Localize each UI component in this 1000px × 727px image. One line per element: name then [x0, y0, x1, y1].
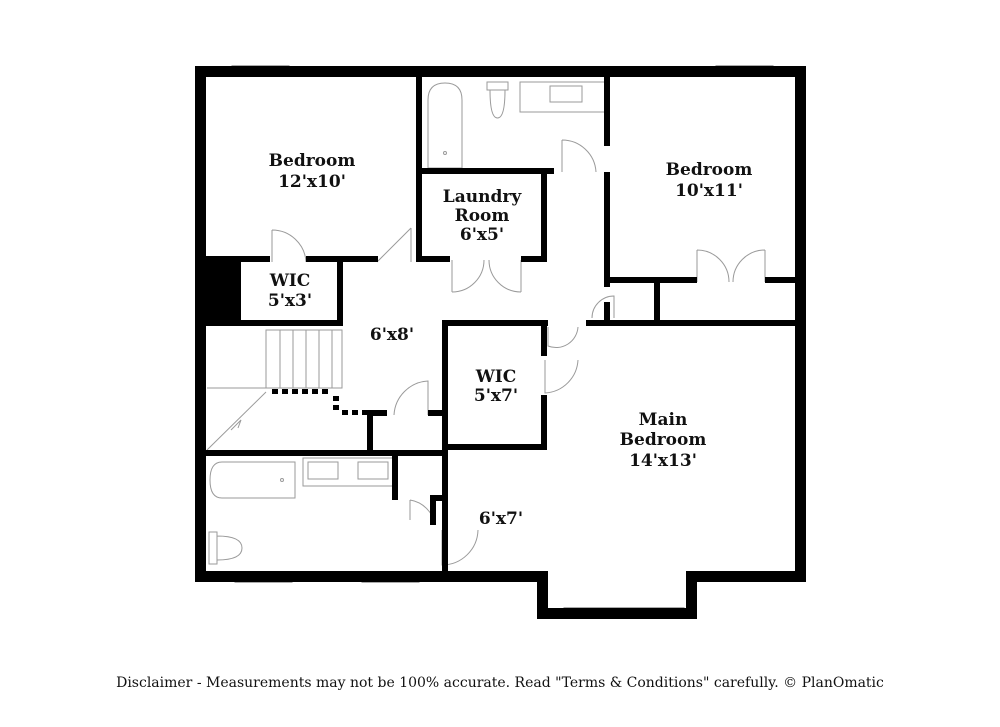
wall-linen-top [367, 410, 387, 416]
door-bedroom-left [271, 229, 307, 263]
wall-bedroom-right-left-bottom [604, 302, 610, 326]
wall-main-bedroom-top [442, 320, 548, 326]
wall-wic-left-right [337, 256, 343, 326]
wall-bedroom-right-left [604, 66, 610, 146]
wall-laundry-bottom-left [416, 256, 450, 262]
walls [195, 66, 806, 619]
room-name-main-bedroom-line2: Bedroom [620, 430, 707, 450]
room-name-laundry-line1: Laundry [443, 187, 523, 207]
wall-laundry-bottom-right [521, 256, 547, 262]
wall-exterior-bottom-left [195, 571, 548, 582]
wall-bedroom-right-bottom-2 [765, 277, 801, 283]
wall-closet-divider [654, 277, 660, 325]
wall-top-bath-bottom [416, 168, 554, 174]
room-size-wic-left: 5'x3' [268, 291, 312, 311]
room-labels: Bedroom 12'x10' Bedroom 10'x11' Laundry … [268, 151, 752, 529]
railing-segment [333, 396, 339, 401]
railing-segment [292, 389, 298, 394]
door-hall-right [591, 295, 615, 319]
wall-laundry-right [541, 174, 547, 262]
wall-wic-center-bottom [442, 444, 547, 450]
wall-wic-left-bottom [195, 320, 343, 326]
closet-door-right-b [732, 249, 766, 283]
railing-segment [282, 389, 288, 394]
wall-exterior-bottom-right [686, 571, 806, 582]
room-name-wic-left: WIC [269, 271, 311, 291]
railing-segment [333, 405, 339, 410]
tub-drain-top [443, 151, 447, 155]
wall-wic-left-block [195, 256, 241, 326]
room-size-hall: 6'x8' [370, 325, 414, 345]
wall-bay-right [686, 571, 697, 619]
laundry-door-left [451, 259, 485, 293]
room-size-main-bedroom: 14'x13' [629, 451, 697, 471]
room-size-bedroom-right: 10'x11' [675, 181, 743, 201]
sink-basin-bottom-1 [307, 461, 339, 480]
door-wic-center [544, 359, 579, 394]
room-size-main-bath: 6'x7' [479, 509, 523, 529]
bathtub-top [427, 82, 463, 169]
wall-linen-left [367, 410, 373, 456]
room-name-laundry-line2: Room [455, 206, 510, 226]
railing-segment [362, 410, 368, 415]
wall-main-bedroom-top-2 [586, 320, 806, 326]
stair-railing [272, 389, 368, 415]
toilet-bottom [208, 531, 243, 565]
door-hall-left [376, 227, 412, 263]
wall-wic-center-right [541, 320, 547, 356]
room-size-bedroom-left: 12'x10' [278, 172, 346, 192]
railing-segment [342, 410, 348, 415]
wall-bedroom-right-bottom [604, 277, 697, 283]
disclaimer-text: Disclaimer - Measurements may not be 100… [116, 675, 884, 691]
wall-exterior-top [195, 66, 806, 77]
railing-segment [272, 389, 278, 394]
wall-bedroom-right-left-lower [604, 172, 610, 287]
toilet-top [486, 81, 509, 119]
fixtures [206, 81, 766, 566]
wall-linen-top-2 [428, 410, 448, 416]
laundry-door-right [488, 259, 522, 293]
sink-basin-top [549, 85, 583, 103]
room-name-main-bedroom-line1: Main [639, 410, 688, 430]
door-main-bedroom [547, 326, 579, 349]
wall-bath-bottom-top [195, 450, 448, 456]
wall-bath-bottom-stub-2 [430, 495, 436, 525]
railing-segment [302, 389, 308, 394]
stairs-outline [265, 329, 343, 389]
door-linen-closet [393, 380, 429, 416]
railing-segment [312, 389, 318, 394]
door-top-bath [561, 139, 597, 173]
room-size-laundry: 6'x5' [460, 225, 504, 245]
sink-basin-bottom-2 [357, 461, 389, 480]
windows [231, 65, 774, 619]
wall-top-bath-left [416, 66, 422, 262]
room-name-wic-center: WIC [475, 367, 517, 387]
stairs-arrow [230, 419, 242, 431]
bathtub-bottom [209, 461, 296, 499]
closet-door-right-a [696, 249, 730, 283]
wall-bath-bottom-right [392, 450, 398, 500]
room-size-wic-center: 5'x7' [474, 386, 518, 406]
wall-bay-left [537, 571, 548, 619]
room-name-bedroom-left: Bedroom [269, 151, 356, 171]
wall-bath-bottom-stub [430, 495, 448, 501]
railing-segment [352, 410, 358, 415]
room-name-bedroom-right: Bedroom [666, 160, 753, 180]
railing-segment [322, 389, 328, 394]
wall-wic-center-right-lower [541, 395, 547, 450]
wall-bay-bottom [537, 608, 697, 619]
